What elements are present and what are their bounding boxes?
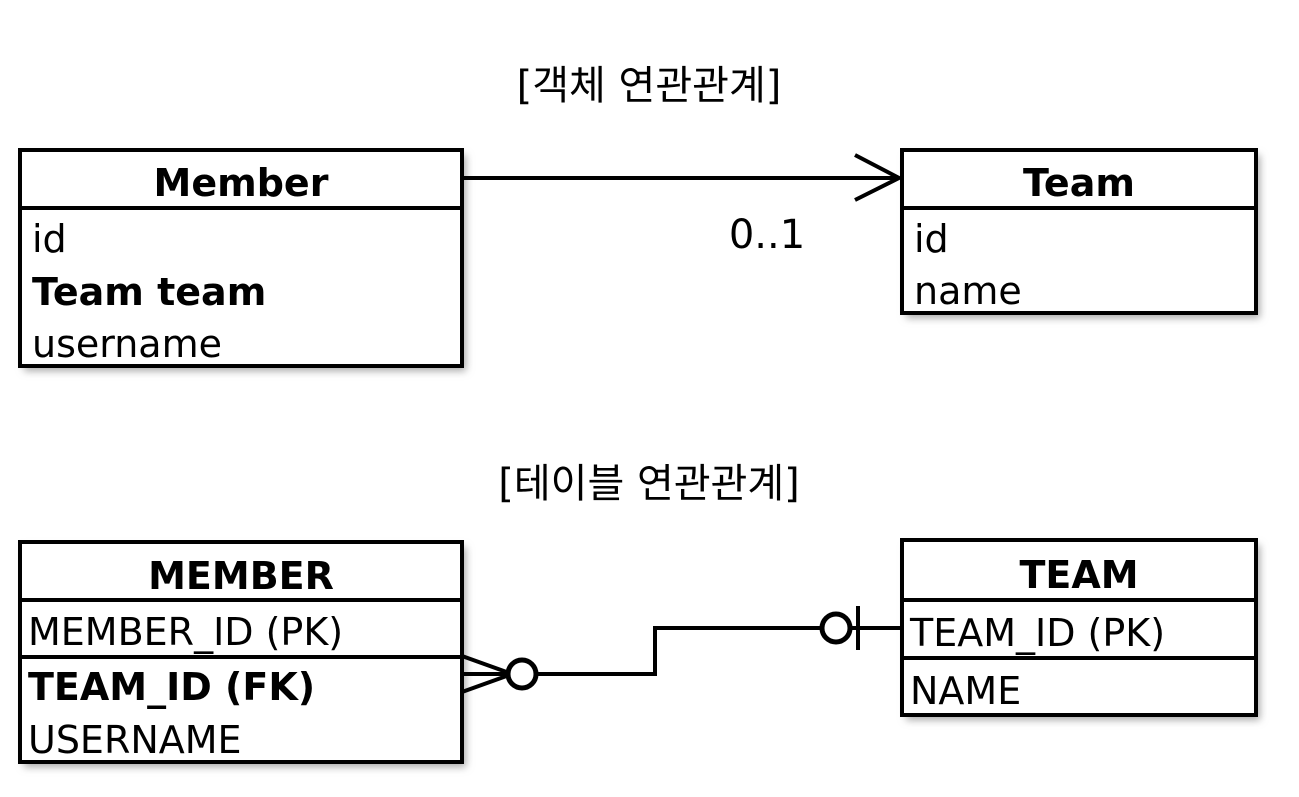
relationship-crows-foot-member-team[interactable]	[461, 606, 900, 694]
entity-box-member[interactable]: Member id Team team username	[18, 148, 464, 368]
entity-member-attr-id: id	[32, 217, 67, 261]
entity-member-table-attr-team-id: TEAM_ID (FK)	[28, 665, 315, 709]
section-title-table-association: [테이블 연관관계]	[498, 461, 800, 507]
association-arrow-member-to-team[interactable]: 0..1	[462, 153, 904, 258]
entity-member-table-outline	[18, 540, 464, 764]
entity-team-table-attr-name: NAME	[910, 669, 1021, 713]
entity-member-attr-username: username	[32, 322, 222, 366]
entity-member-outline	[18, 148, 464, 368]
entity-member-table-header-label: MEMBER	[148, 554, 334, 598]
entity-member-attr-team: Team team	[32, 270, 266, 314]
entity-box-team[interactable]: Team id name	[900, 148, 1258, 315]
entity-member-table-attr-username: USERNAME	[28, 718, 242, 762]
arrow-head-icon	[854, 153, 904, 202]
entity-team-attr-name: name	[914, 269, 1022, 313]
entity-team-attr-id: id	[914, 217, 949, 261]
entity-box-team-table[interactable]: TEAM TEAM_ID (PK) NAME	[900, 538, 1258, 717]
entity-box-member-table[interactable]: MEMBER MEMBER_ID (PK) TEAM_ID (FK) USERN…	[18, 540, 464, 764]
entity-member-table-attr-member-id: MEMBER_ID (PK)	[28, 610, 343, 654]
multiplicity-label-0to1: 0..1	[729, 212, 805, 258]
entity-team-outline	[900, 148, 1258, 315]
entity-team-table-header-label: TEAM	[1019, 553, 1138, 597]
entity-team-table-attr-team-id: TEAM_ID (PK)	[909, 611, 1165, 655]
entity-team-header-label: Team	[1023, 161, 1135, 205]
entity-team-table-outline	[900, 538, 1258, 717]
entity-member-header-label: Member	[154, 161, 329, 205]
crows-foot-icon-many	[461, 654, 513, 694]
optional-circle-icon-member-side	[505, 657, 539, 691]
relationship-line	[537, 626, 825, 676]
optional-circle-icon-team-side	[819, 611, 853, 645]
section-title-object-association: [객체 연관관계]	[517, 63, 782, 109]
